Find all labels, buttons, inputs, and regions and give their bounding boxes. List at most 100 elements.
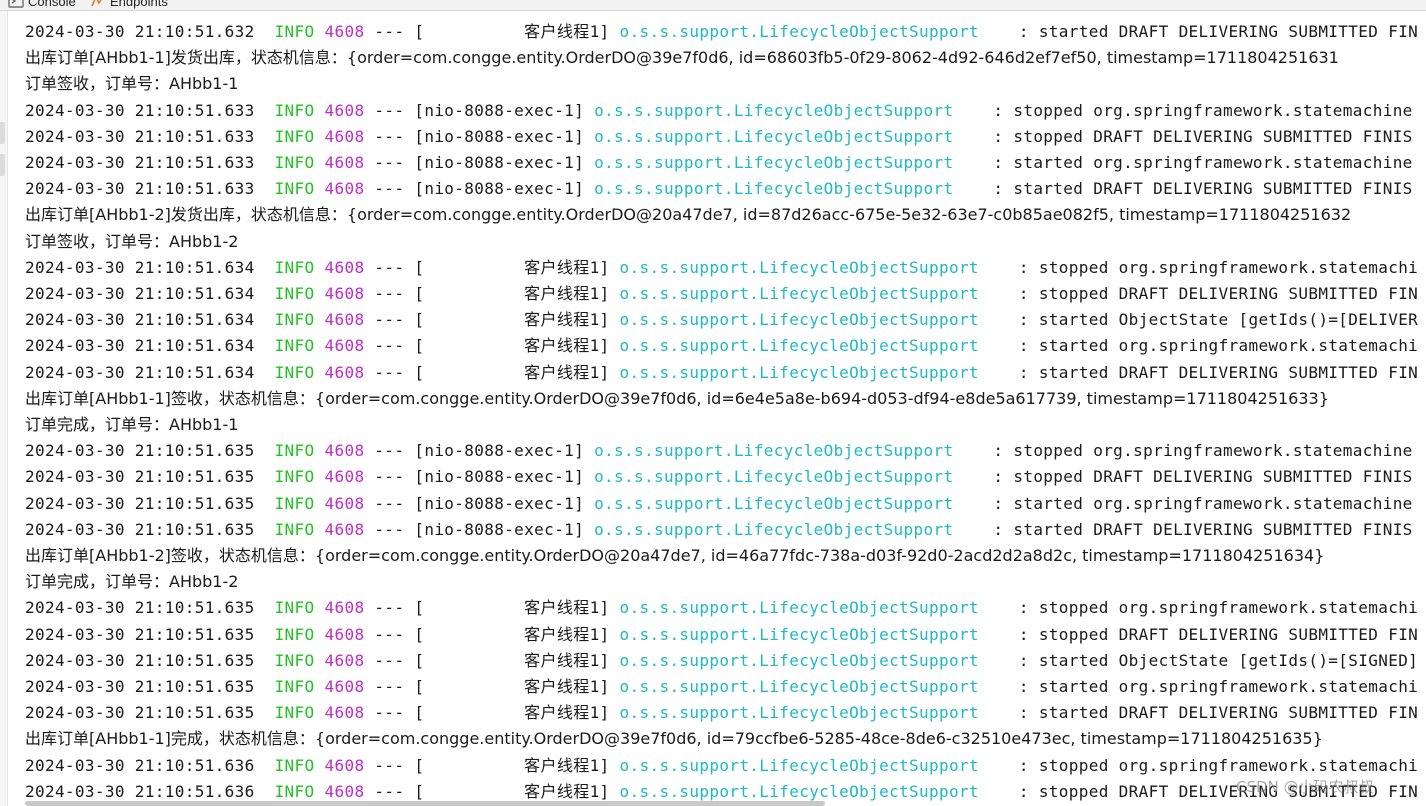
console-log-line: 2024-03-30 21:10:51.635 INFO 4608 --- [n… <box>25 464 1413 490</box>
log-timestamp: 2024-03-30 21:10:51.634 <box>25 310 255 330</box>
log-separator: --- <box>374 650 405 670</box>
output-text: 出库订单[AHbb1-1]签收，状态机信息：{order=com.congge.… <box>25 388 1329 408</box>
log-separator: --- <box>374 467 405 487</box>
log-thread: [nio-8088-exec-1] <box>414 467 585 487</box>
output-text: 出库订单[AHbb1-1]完成，状态机信息：{order=com.congge.… <box>25 729 1323 749</box>
console-log-line: 2024-03-30 21:10:51.636 INFO 4608 --- [ … <box>25 753 1418 779</box>
log-logger: o.s.s.support.LifecycleObjectSupport <box>619 624 979 644</box>
log-timestamp: 2024-03-30 21:10:51.635 <box>25 624 255 644</box>
log-message: : stopped org.springframework.statemachi <box>978 755 1419 775</box>
console-log-line: 2024-03-30 21:10:51.634 INFO 4608 --- [ … <box>25 360 1418 386</box>
log-pid: 4608 <box>324 362 365 382</box>
log-message: : stopped DRAFT DELIVERING SUBMITTED FIN <box>978 781 1419 801</box>
log-level: INFO <box>274 257 315 277</box>
log-thread: [ 客户线程1] <box>414 22 610 41</box>
log-level: INFO <box>274 703 315 723</box>
log-timestamp: 2024-03-30 21:10:51.634 <box>25 336 255 356</box>
console-output[interactable]: 2024-03-30 21:10:51.632 INFO 4608 --- [ … <box>25 19 1426 806</box>
horizontal-scrollbar[interactable] <box>25 801 825 806</box>
log-timestamp: 2024-03-30 21:10:51.635 <box>25 598 255 618</box>
log-timestamp: 2024-03-30 21:10:51.633 <box>25 153 255 172</box>
log-level: INFO <box>274 624 315 644</box>
tab-console-label: Console <box>28 0 76 9</box>
log-timestamp: 2024-03-30 21:10:51.633 <box>25 100 255 120</box>
log-timestamp: 2024-03-30 21:10:51.635 <box>25 703 255 723</box>
tool-window-tabbar: Console Endpoints <box>0 0 1426 11</box>
log-message: : started ObjectState [getIds()=[SIGNED] <box>978 650 1419 670</box>
log-thread: [nio-8088-exec-1] <box>414 179 585 199</box>
log-separator: --- <box>374 310 405 330</box>
log-level: INFO <box>274 598 315 618</box>
endpoints-icon <box>90 0 106 8</box>
log-logger: o.s.s.support.LifecycleObjectSupport <box>619 755 979 775</box>
log-separator: --- <box>374 126 405 146</box>
log-timestamp: 2024-03-30 21:10:51.635 <box>25 650 255 670</box>
log-thread: [nio-8088-exec-1] <box>414 441 585 461</box>
log-timestamp: 2024-03-30 21:10:51.633 <box>25 179 255 199</box>
log-thread: [ 客户线程1] <box>414 703 610 723</box>
log-pid: 4608 <box>324 519 365 539</box>
log-timestamp: 2024-03-30 21:10:51.635 <box>25 467 255 487</box>
log-thread: [ 客户线程1] <box>414 284 610 303</box>
log-level: INFO <box>274 153 315 172</box>
log-message: : started DRAFT DELIVERING SUBMITTED FIN <box>978 703 1419 723</box>
log-thread: [ 客户线程1] <box>414 257 610 277</box>
log-separator: --- <box>374 257 405 277</box>
output-text: 订单完成，订单号：AHbb1-1 <box>25 415 239 434</box>
console-output-line: 出库订单[AHbb1-1]完成，状态机信息：{order=com.congge.… <box>25 726 1323 752</box>
log-logger: o.s.s.support.LifecycleObjectSupport <box>594 467 954 487</box>
log-pid: 4608 <box>324 755 365 775</box>
log-logger: o.s.s.support.LifecycleObjectSupport <box>619 650 979 670</box>
log-timestamp: 2024-03-30 21:10:51.635 <box>25 493 255 513</box>
log-message: : started org.springframework.statemachi <box>978 677 1419 696</box>
log-level: INFO <box>274 126 315 146</box>
console-log-line: 2024-03-30 21:10:51.633 INFO 4608 --- [n… <box>25 176 1413 202</box>
log-message: : started org.springframework.statemachi… <box>953 493 1413 513</box>
log-message: : started DRAFT DELIVERING SUBMITTED FIN <box>978 362 1419 382</box>
log-thread: [ 客户线程1] <box>414 755 610 775</box>
log-thread: [ 客户线程1] <box>414 598 610 618</box>
log-message: : stopped DRAFT DELIVERING SUBMITTED FIN… <box>953 126 1413 146</box>
log-logger: o.s.s.support.LifecycleObjectSupport <box>594 153 954 172</box>
console-log-line: 2024-03-30 21:10:51.633 INFO 4608 --- [n… <box>25 150 1413 176</box>
console-icon <box>8 0 24 8</box>
log-pid: 4608 <box>324 153 365 172</box>
log-thread: [ 客户线程1] <box>414 362 610 382</box>
log-logger: o.s.s.support.LifecycleObjectSupport <box>594 179 954 199</box>
log-logger: o.s.s.support.LifecycleObjectSupport <box>619 284 979 303</box>
output-text: 出库订单[AHbb1-1]发货出库，状态机信息：{order=com.congg… <box>25 48 1339 68</box>
tab-endpoints-label: Endpoints <box>110 0 168 9</box>
log-thread: [ 客户线程1] <box>414 310 610 330</box>
tab-endpoints[interactable]: Endpoints <box>90 0 168 10</box>
log-timestamp: 2024-03-30 21:10:51.635 <box>25 519 255 539</box>
log-thread: [ 客户线程1] <box>414 624 610 644</box>
console-output-line: 出库订单[AHbb1-2]签收，状态机信息：{order=com.congge.… <box>25 543 1324 569</box>
log-pid: 4608 <box>324 703 365 723</box>
log-logger: o.s.s.support.LifecycleObjectSupport <box>619 362 979 382</box>
log-separator: --- <box>374 284 405 303</box>
console-log-line: 2024-03-30 21:10:51.635 INFO 4608 --- [n… <box>25 438 1413 464</box>
console-output-line: 订单签收，订单号：AHbb1-1 <box>25 71 238 97</box>
output-text: 订单完成，订单号：AHbb1-2 <box>25 572 239 592</box>
console-log-line: 2024-03-30 21:10:51.634 INFO 4608 --- [ … <box>25 255 1418 281</box>
log-separator: --- <box>374 362 405 382</box>
log-pid: 4608 <box>324 677 365 696</box>
console-log-line: 2024-03-30 21:10:51.635 INFO 4608 --- [ … <box>25 700 1418 726</box>
log-pid: 4608 <box>324 650 365 670</box>
output-text: 订单签收，订单号：AHbb1-1 <box>25 74 239 94</box>
log-thread: [nio-8088-exec-1] <box>414 153 585 172</box>
tab-console[interactable]: Console <box>8 0 76 10</box>
log-pid: 4608 <box>324 179 365 199</box>
log-timestamp: 2024-03-30 21:10:51.635 <box>25 441 255 461</box>
console-output-line: 出库订单[AHbb1-2]发货出库，状态机信息：{order=com.congg… <box>25 202 1351 228</box>
log-thread: [nio-8088-exec-1] <box>414 126 585 146</box>
console-output-line: 订单签收，订单号：AHbb1-2 <box>25 229 238 255</box>
log-message: : stopped DRAFT DELIVERING SUBMITTED FIN… <box>953 467 1413 487</box>
log-separator: --- <box>374 677 405 696</box>
console-log-line: 2024-03-30 21:10:51.635 INFO 4608 --- [ … <box>25 622 1418 648</box>
log-message: : stopped DRAFT DELIVERING SUBMITTED FIN <box>978 624 1419 644</box>
log-message: : started DRAFT DELIVERING SUBMITTED FIN… <box>953 179 1413 199</box>
log-message: : started ObjectState [getIds()=[DELIVER <box>978 310 1419 330</box>
log-level: INFO <box>274 781 315 801</box>
log-level: INFO <box>274 677 315 696</box>
